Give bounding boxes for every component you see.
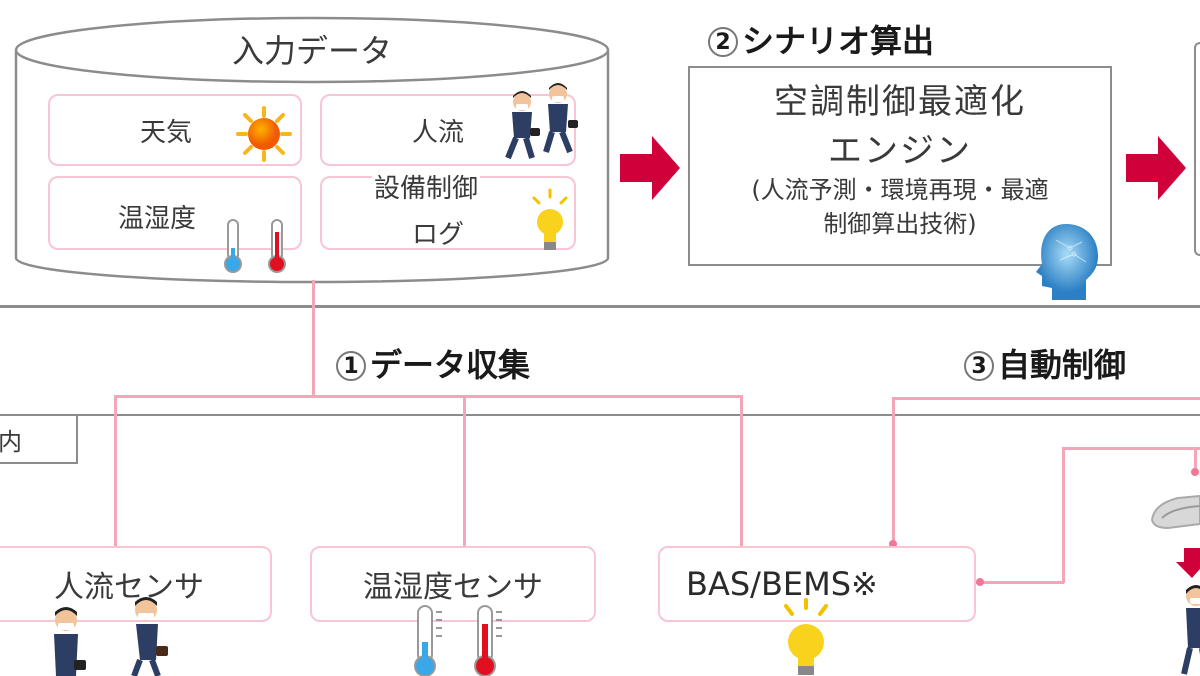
next-stage-box-partial [1194,42,1200,256]
arrow-right-icon [620,136,680,200]
step-number-badge: 3 [964,351,994,381]
arrow-right-icon [1126,136,1186,200]
connector-line [1194,447,1197,473]
connector-line [1062,447,1200,450]
lower-separator-line [0,414,1200,416]
engine-title-line1: 空調制御最適化 [774,82,1026,122]
arrow-down-icon [1176,548,1200,578]
thermometer-icon [224,219,286,273]
input-item-label: 人流 [412,118,465,148]
engine-title-line2: エンジン [828,131,972,171]
sun-icon [236,106,292,162]
sensor-label: BAS/BEMS※ [686,565,878,603]
sensor-label: 人流センサ [54,570,204,605]
left-area-label-box: 内 [0,416,78,464]
input-item-label: 温湿度 [118,204,197,234]
people-icon [505,83,578,160]
connector-line [312,280,315,396]
lightbulb-icon [784,598,828,675]
connector-line [740,395,743,547]
input-item-label-line2: ログ [412,220,465,250]
upper-separator-line [0,305,1200,308]
step-number-badge: 1 [336,351,366,381]
connector-dot [889,540,897,548]
step-2-text: シナリオ算出 [742,22,935,60]
connector-line [892,397,895,545]
step-number-badge: 2 [708,27,738,57]
thermometer-icon [414,605,502,676]
input-item-weather: 天気 [48,94,302,166]
sensor-box-temp-humidity: 温湿度センサ [310,546,596,622]
connector-line [1062,447,1065,583]
people-icon [54,597,168,676]
optimization-engine-box: 空調制御最適化 エンジン (人流予測・環境再現・最適 制御算出技術) [688,66,1112,266]
sensor-box-people-flow: 人流センサ [0,546,272,622]
person-icon [1181,585,1200,675]
connector-dot [976,578,984,586]
connector-line [976,581,1064,584]
ai-head-icon [1036,224,1098,300]
input-item-label: 天気 [140,118,193,148]
lightbulb-icon [532,188,568,250]
engine-desc-line2: 制御算出技術) [823,210,977,238]
connector-line [114,395,117,547]
connector-line [463,395,466,547]
sensor-box-bas-bems: BAS/BEMS※ [658,546,976,622]
air-conditioner-icon [1150,494,1200,530]
input-item-temp-humidity: 温湿度 [48,176,302,250]
engine-desc-line1: (人流予測・環境再現・最適 [751,176,1049,204]
step-1-text: データ収集 [370,346,531,384]
step-3-text: 自動制御 [998,346,1127,384]
sensor-label: 温湿度センサ [363,570,543,605]
input-data-title: 入力データ [231,32,392,70]
connector-dot [1191,468,1199,476]
connector-line [892,397,1200,400]
left-area-label: 内 [0,428,22,456]
input-item-label-line1: 設備制御 [372,168,481,205]
connector-line [114,395,742,398]
